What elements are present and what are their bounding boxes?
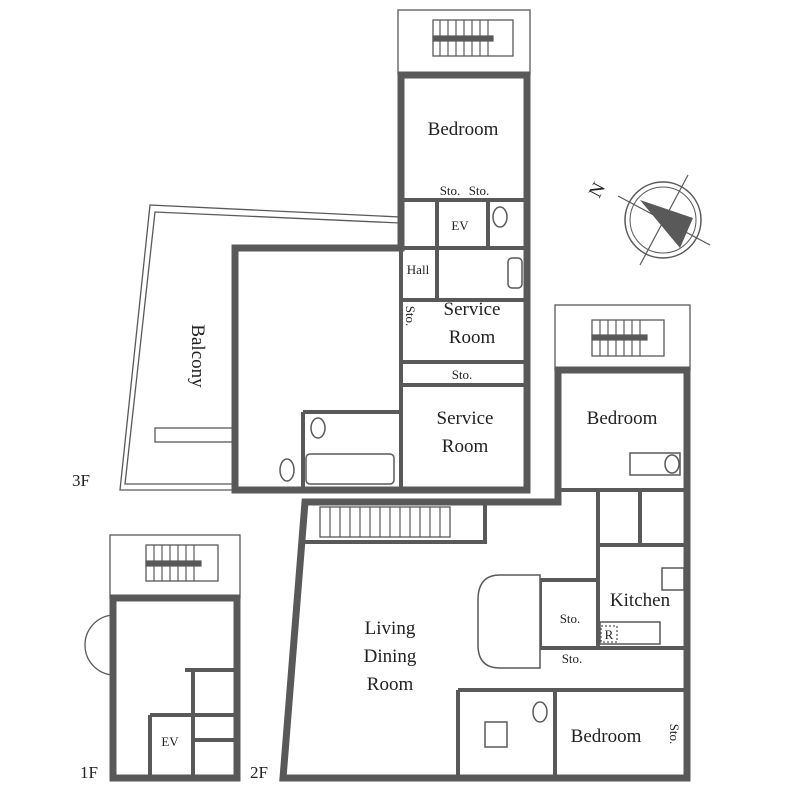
stairs-2f	[591, 319, 665, 357]
room-label-room: Room	[367, 674, 414, 695]
compass-inner-ring	[629, 186, 697, 254]
room-label-dining: Dining	[364, 646, 417, 667]
kitchen-island	[477, 574, 541, 669]
stairs-3f	[432, 19, 514, 57]
compass-needle-icon	[640, 200, 693, 248]
room-label-sto: Sto.	[560, 611, 581, 626]
room-label-bedroom-2f-2: Bedroom	[571, 726, 642, 747]
room-label-ev-3f: EV	[451, 218, 469, 233]
bathtub-small-3f	[507, 257, 523, 289]
room-label-sto: Sto.	[667, 724, 682, 745]
room-label-sto: Sto.	[440, 183, 461, 198]
floor-label-1f: 1F	[80, 763, 98, 782]
room-label-ev-1f: EV	[161, 734, 179, 749]
compass: N	[585, 174, 711, 266]
toilet-3f	[279, 458, 295, 482]
shower-2f	[484, 721, 508, 748]
room-label-bedroom-3f: Bedroom	[428, 119, 499, 140]
floor-1f: EV 1F	[80, 534, 241, 782]
floor-3f: Bedroom Sto. Sto. EV Hall Sto. Service R…	[72, 9, 531, 494]
bathtub-3f	[305, 453, 395, 485]
room-label-sto: Sto.	[469, 183, 490, 198]
room-label-fridge: R	[605, 627, 614, 642]
walls-2f	[279, 366, 691, 782]
toilet-3f-3	[310, 417, 326, 439]
room-label-service-room-2: Service	[437, 408, 494, 429]
room-label-service-room-2: Room	[442, 436, 489, 457]
room-label-sto: Sto.	[562, 651, 583, 666]
room-label-kitchen: Kitchen	[610, 590, 671, 611]
room-label-balcony: Balcony	[187, 324, 208, 388]
toilet-3f-2	[492, 206, 508, 228]
room-label-sto: Sto.	[452, 367, 473, 382]
floor-label-3f: 3F	[72, 471, 90, 490]
interior-walls-3f	[301, 198, 527, 490]
floor-label-2f: 2F	[250, 763, 268, 782]
entrance-doors	[84, 614, 114, 676]
balcony-bench	[154, 427, 236, 443]
room-label-service-room-1: Service	[444, 299, 501, 320]
stove	[661, 567, 685, 591]
interior-walls-2f	[303, 370, 687, 778]
room-label-service-room-1: Room	[449, 327, 496, 348]
north-label: N	[585, 179, 610, 201]
walls-1f	[109, 594, 241, 782]
toilet-2f	[664, 454, 680, 474]
room-label-sto: Sto.	[403, 306, 418, 327]
room-label-living: Living	[365, 618, 416, 639]
room-label-hall: Hall	[407, 262, 430, 277]
stairs-2f-main	[319, 506, 451, 538]
room-label-bedroom-2f-1: Bedroom	[587, 408, 658, 429]
floor-2f: Bedroom Kitchen Sto. R Sto. Living Dinin…	[250, 304, 691, 782]
interior-walls-1f	[148, 668, 237, 778]
kitchen-counter	[599, 621, 661, 645]
fridge-box	[600, 625, 618, 643]
compass-ring	[624, 181, 702, 259]
stairs-1f	[145, 544, 219, 582]
toilet-2f-2	[532, 701, 548, 723]
